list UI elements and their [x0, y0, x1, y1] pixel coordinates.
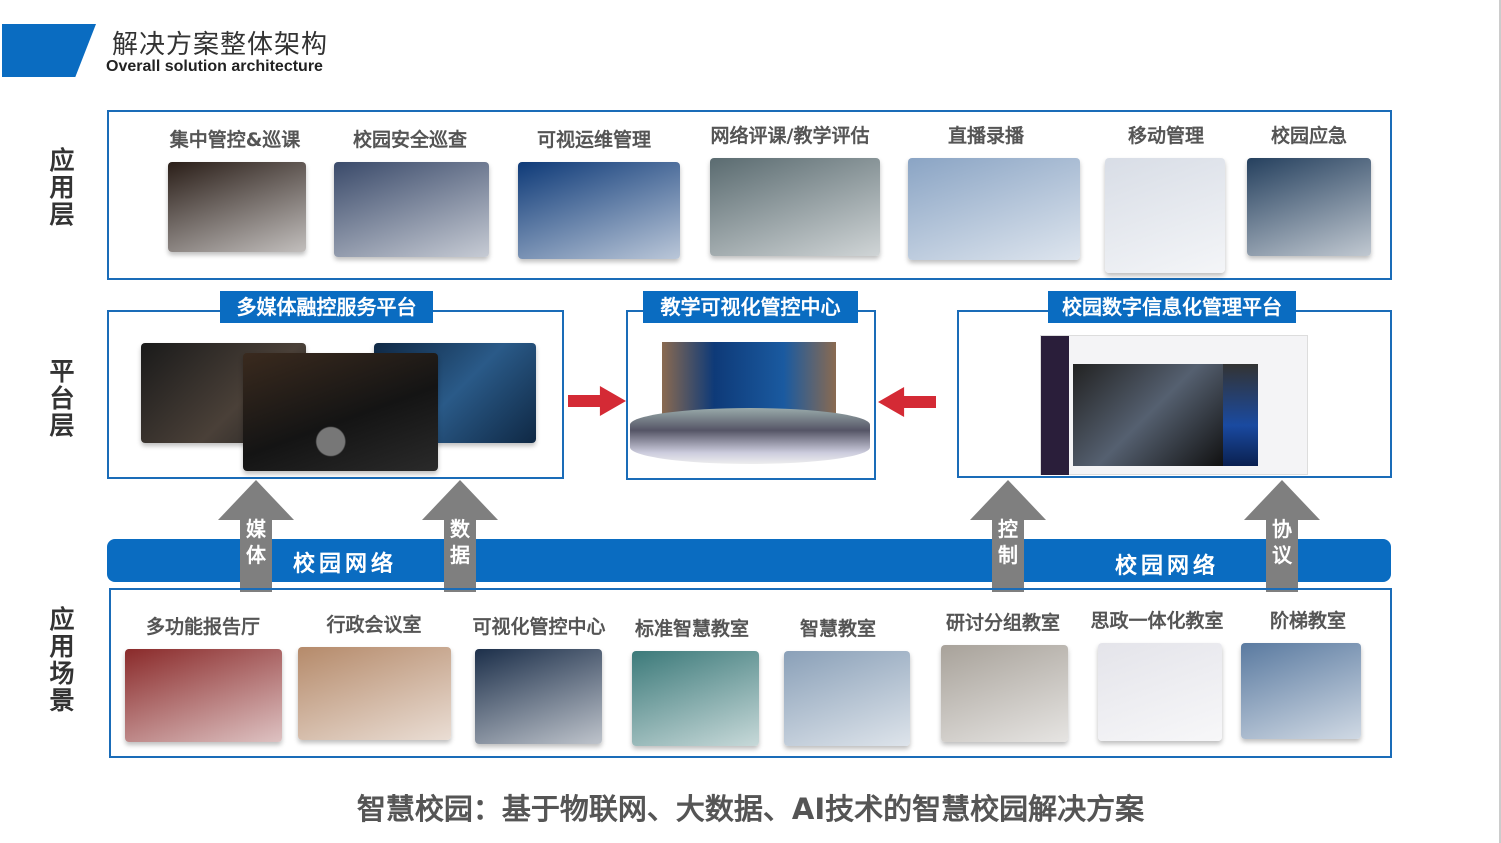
- arrow-up-media: 媒体: [218, 480, 294, 592]
- application-image: [334, 162, 489, 257]
- arrow-label-control: 控制: [998, 517, 1018, 567]
- arrow-right-red: [568, 386, 626, 416]
- scene-label: 智慧教室: [799, 618, 877, 640]
- arrow-up-control: 控制: [970, 480, 1046, 592]
- scene-image: [125, 649, 282, 742]
- scene-image: [298, 647, 451, 740]
- application-image: [908, 158, 1080, 260]
- arrow-label-media: 媒体: [246, 517, 266, 567]
- scene-image: [941, 645, 1068, 742]
- slide-edge: [1499, 0, 1501, 843]
- application-label: 可视运维管理: [536, 129, 652, 151]
- application-layer-box: [107, 110, 1392, 280]
- layer-label-scene: 应用场景: [49, 605, 75, 715]
- platform-tab-multimedia: 多媒体融控服务平台: [220, 291, 433, 323]
- application-image: [710, 158, 880, 256]
- scene-image: [475, 649, 602, 744]
- application-image: [168, 162, 306, 252]
- platform-tab-campus-info: 校园数字信息化管理平台: [1048, 291, 1296, 323]
- scene-image: [1098, 643, 1222, 741]
- arrow-label-protocol: 协议: [1272, 517, 1292, 567]
- campus-platform-screenshot: [1040, 335, 1308, 475]
- application-label: 网络评课/教学评估: [710, 125, 870, 147]
- application-label: 移动管理: [1127, 125, 1205, 147]
- campus-network-label-left: 校园网络: [293, 551, 398, 577]
- page-subtitle: Overall solution architecture: [106, 58, 323, 75]
- footer-caption: 智慧校园：基于物联网、大数据、AI技术的智慧校园解决方案: [356, 792, 1145, 826]
- title-banner: [2, 24, 96, 77]
- arrow-up-protocol: 协议: [1244, 480, 1320, 592]
- scene-label: 多功能报告厅: [145, 616, 261, 638]
- platform-tab-visual-center: 教学可视化管控中心: [643, 291, 858, 323]
- page-title: 解决方案整体架构: [112, 30, 329, 60]
- scene-layer-box: [109, 588, 1392, 758]
- scene-image: [784, 651, 910, 746]
- scene-image: [632, 651, 759, 746]
- scene-image: [1241, 643, 1361, 739]
- application-image: [1105, 158, 1225, 273]
- campus-network-bar: [107, 539, 1391, 582]
- scene-label: 阶梯教室: [1269, 610, 1347, 632]
- application-label: 直播录播: [947, 125, 1025, 147]
- application-image: [1247, 158, 1371, 256]
- application-image: [518, 162, 680, 259]
- arrow-label-data: 数据: [450, 517, 470, 567]
- campus-network-label-right: 校园网络: [1115, 553, 1220, 579]
- application-label: 集中管控&巡课: [169, 129, 301, 151]
- visual-center-wall: [662, 342, 836, 414]
- application-label: 校园应急: [1270, 125, 1348, 147]
- scene-label: 思政一体化教室: [1090, 610, 1224, 632]
- platform-screenshot-control-2: [243, 353, 438, 471]
- scene-label: 研讨分组教室: [945, 612, 1061, 634]
- scene-label: 标准智慧教室: [634, 618, 750, 640]
- layer-label-platform: 平台层: [49, 357, 75, 440]
- scene-label: 可视化管控中心: [472, 616, 606, 638]
- scene-label: 行政会议室: [326, 614, 422, 636]
- visual-center-console: [630, 408, 870, 464]
- arrow-up-data: 数据: [422, 480, 498, 592]
- application-label: 校园安全巡查: [352, 129, 468, 151]
- layer-label-app: 应用层: [49, 146, 75, 229]
- arrow-left-red: [878, 387, 936, 417]
